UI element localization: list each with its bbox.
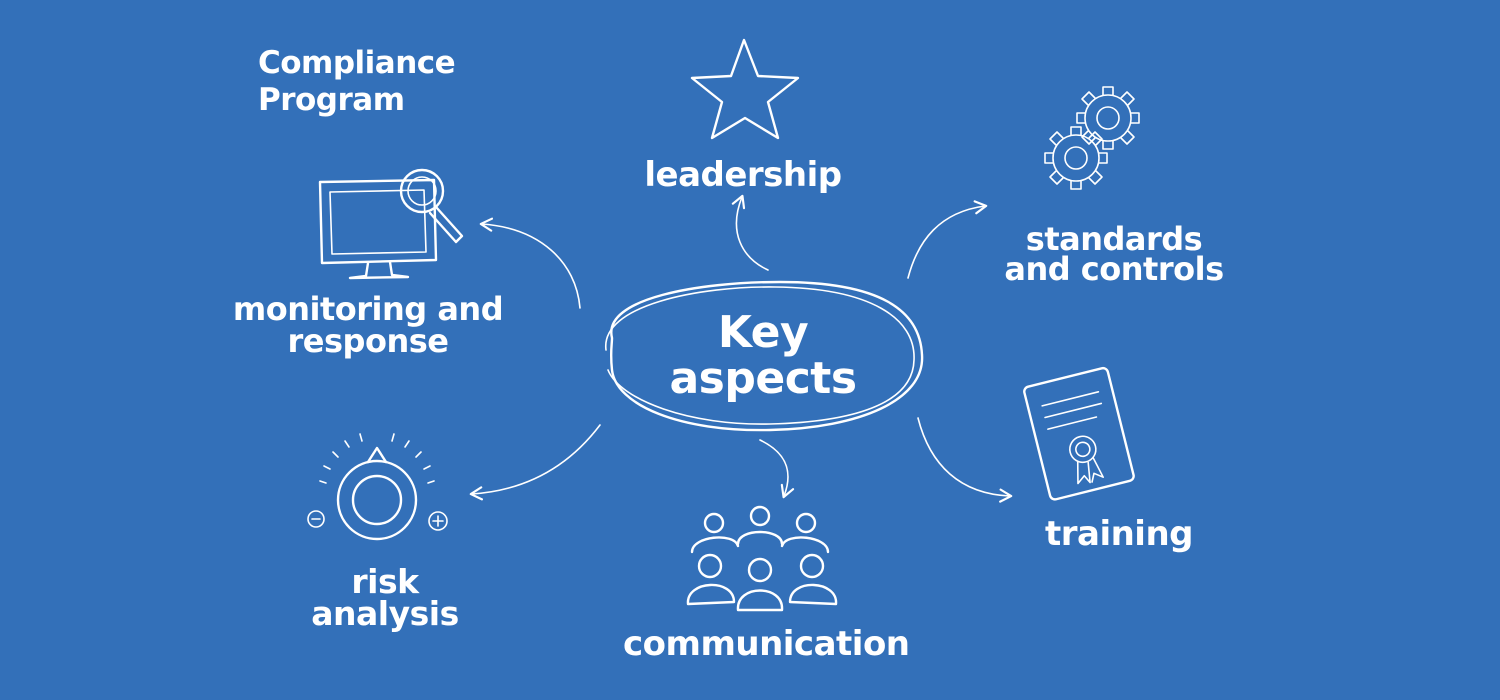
risk-line1: risk [351,562,419,601]
center-ellipse [605,280,924,432]
monitoring-line1: monitoring and [232,290,504,328]
people-meeting-icon [686,505,838,612]
risk-label: risk analysis [298,562,472,633]
monitoring-label: monitoring and response [228,293,508,357]
leadership-label: leadership [633,158,853,192]
arrow-to-monitoring [479,217,581,309]
center-line2: aspects [669,353,857,404]
standards-label: standards and controls [990,220,1238,288]
leadership-text: leadership [644,155,842,195]
communication-label: communication [623,624,910,664]
standards-line1: standards [1025,220,1203,258]
center-label: Key aspects [658,310,868,402]
title-label: Compliance Program [258,45,456,119]
dial-icon [307,433,448,541]
monitor-magnifier-icon [318,168,464,280]
arrow-to-risk [469,424,601,501]
monitoring-line2: response [287,322,449,360]
communication-text: communication [623,624,910,664]
title-line1: Compliance [258,45,456,81]
gears-icon [1044,86,1140,190]
training-text: training [1044,514,1194,554]
training-label: training [1040,517,1198,551]
arrow-to-leadership [731,194,769,271]
standards-line2: and controls [1004,250,1224,288]
risk-line2: analysis [311,594,459,633]
star-icon [690,38,800,140]
arrow-to-standards [907,200,988,279]
arrow-to-training [917,417,1013,503]
arrow-to-communication [759,439,795,499]
certificate-icon [1023,366,1135,501]
title-line2: Program [258,82,405,118]
center-line1: Key [717,307,809,358]
